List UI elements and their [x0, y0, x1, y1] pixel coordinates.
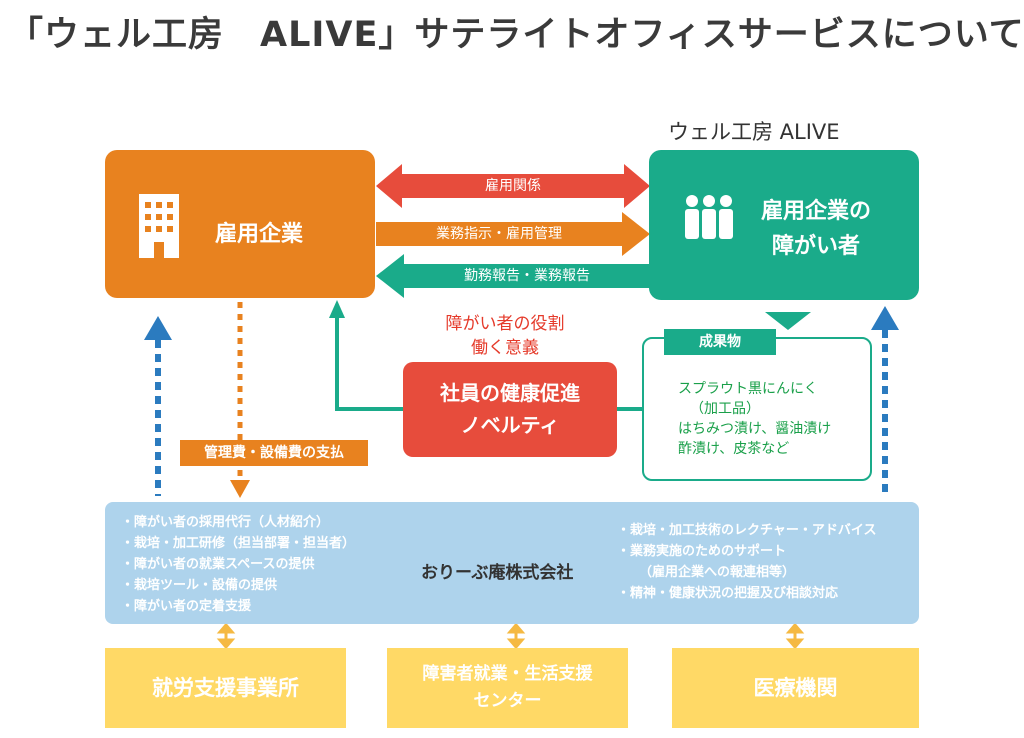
- list-item: 精神・健康状況の把握及び相談対応: [617, 583, 877, 604]
- olive-left-list: 障がい者の採用代行（人材紹介） 栽培・加工研修（担当部署・担当者） 障がい者の就…: [121, 512, 355, 617]
- olive-company-name: おりーぶ庵株式会社: [421, 563, 574, 583]
- health-line1: 社員の健康促進: [440, 381, 580, 405]
- role-text: 障がい者の役割 働く意義: [400, 312, 610, 360]
- olive-right-list: 栽培・加工技術のレクチャー・アドバイス 業務実施のためのサポート （雇用企業への…: [617, 520, 877, 604]
- list-item: 栽培ツール・設備の提供: [121, 575, 355, 596]
- page-title: 「ウェル工房 ALIVE」サテライトオフィスサービスについて: [8, 15, 1024, 55]
- alive-logo: ウェル工房 ALIVE: [668, 116, 840, 146]
- instruction-label: 業務指示・雇用管理: [436, 226, 562, 242]
- disabled-line1: 雇用企業の: [761, 199, 872, 224]
- disabled-employees-label: 雇用企業の 障がい者: [761, 194, 871, 264]
- health-to-employer-line: [335, 318, 403, 411]
- building-icon: [139, 194, 179, 258]
- employment-relation-label: 雇用関係: [485, 178, 541, 194]
- report-arrow: [376, 254, 650, 298]
- disabled-employees-box: 雇用企業の 障がい者: [649, 150, 919, 300]
- support-left-arrowhead: [144, 316, 172, 340]
- role-line1: 障がい者の役割: [445, 314, 565, 334]
- support-right-arrowhead: [871, 306, 899, 330]
- disabled-line2: 障がい者: [772, 234, 861, 259]
- list-item: 障がい者の採用代行（人材紹介）: [121, 512, 355, 533]
- report-label: 勤務報告・業務報告: [464, 268, 590, 284]
- people-icon: [685, 195, 733, 239]
- link-life-center: [506, 622, 526, 650]
- employer-label: 雇用企業: [215, 222, 304, 247]
- product-item: （加工品）: [690, 401, 760, 417]
- employment-support-box: 就労支援事業所: [105, 648, 346, 728]
- fee-label: 管理費・設備費の支払: [180, 440, 368, 466]
- life-support-center-box: 障害者就業・生活支援 センター: [387, 648, 628, 728]
- life-center-line2: センター: [473, 691, 542, 711]
- health-novelty-box: 社員の健康促進 ノベルティ: [403, 362, 617, 457]
- product-pointer: [765, 312, 811, 330]
- fee-arrowhead: [230, 480, 250, 498]
- brand-text: ウェル工房 ALIVE: [668, 120, 840, 144]
- employer-box: 雇用企業: [105, 150, 375, 298]
- list-item: 業務実施のためのサポート: [617, 541, 877, 562]
- link-employment-support: [216, 622, 236, 650]
- list-item: （雇用企業への報連相等）: [639, 565, 796, 580]
- list-item: 障がい者の定着支援: [121, 596, 355, 617]
- product-items: スプラウト黒にんにく （加工品） はちみつ漬け、醤油漬け 酢漬け、皮茶など: [678, 379, 831, 459]
- instruction-arrow: [376, 212, 650, 256]
- health-arrowhead: [329, 300, 345, 318]
- list-item: 栽培・加工技術のレクチャー・アドバイス: [617, 520, 876, 541]
- product-item: はちみつ漬け、醤油漬け: [678, 421, 832, 437]
- role-line2: 働く意義: [471, 338, 539, 358]
- olive-company-box: 障がい者の採用代行（人材紹介） 栽培・加工研修（担当部署・担当者） 障がい者の就…: [105, 502, 919, 624]
- list-item: 栽培・加工研修（担当部署・担当者）: [121, 533, 355, 554]
- health-line2: ノベルティ: [460, 413, 560, 437]
- link-medical: [785, 622, 805, 650]
- product-tag: 成果物: [664, 329, 776, 355]
- medical-institution-box: 医療機関: [672, 648, 919, 728]
- product-item: 酢漬け、皮茶など: [678, 441, 790, 457]
- product-item: スプラウト黒にんにく: [678, 381, 818, 397]
- life-center-line1: 障害者就業・生活支援: [422, 664, 593, 684]
- employment-relation-arrow: [376, 164, 650, 208]
- product-box: 成果物 スプラウト黒にんにく （加工品） はちみつ漬け、醤油漬け 酢漬け、皮茶な…: [642, 329, 872, 481]
- list-item: 障がい者の就業スペースの提供: [121, 554, 355, 575]
